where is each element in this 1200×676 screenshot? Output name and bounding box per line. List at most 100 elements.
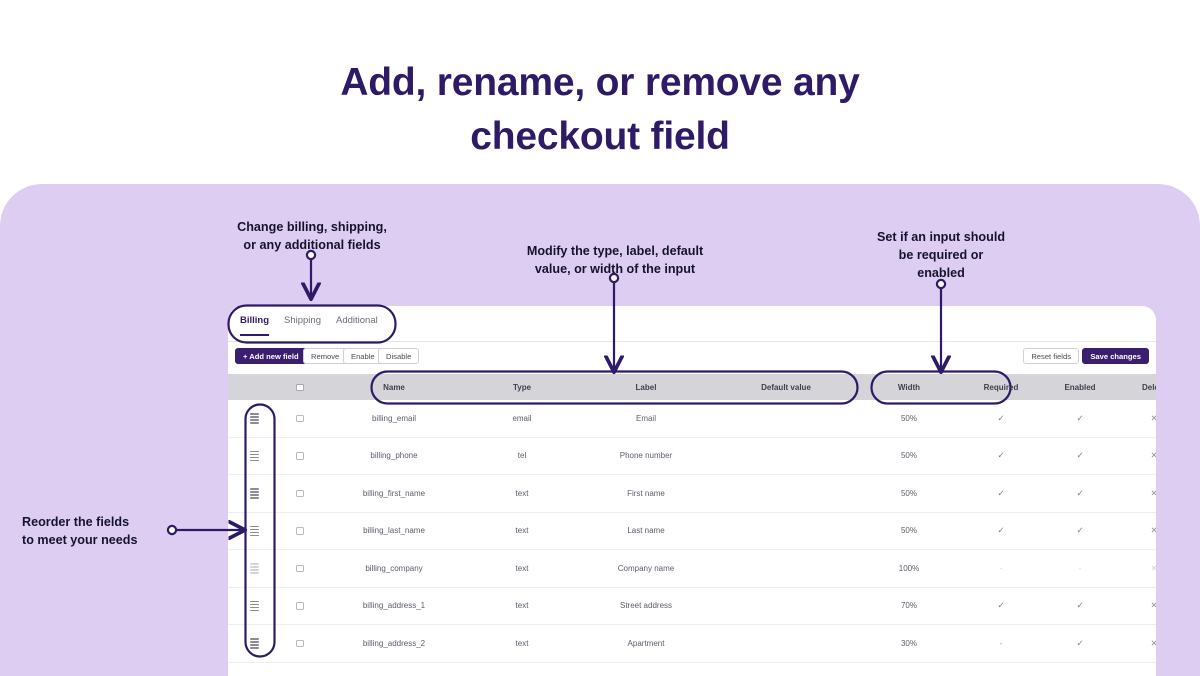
row-checkbox[interactable] (296, 414, 304, 423)
cell-type: tel (468, 437, 576, 475)
cell-width: 50% (856, 400, 962, 438)
reset-fields-button[interactable]: Reset fields (1023, 348, 1079, 364)
cell-type: text (468, 549, 576, 588)
table-row[interactable]: billing_postcodetextPostcode50%✓✓✕✎ (228, 662, 1156, 676)
cell-width: 50% (856, 512, 962, 550)
enabled-indicator-glyph: ✓ (1076, 450, 1084, 461)
row-checkbox-cell[interactable] (280, 437, 320, 475)
select-all-checkbox[interactable] (296, 383, 304, 392)
cell-name: billing_first_name (320, 474, 468, 513)
header-width[interactable]: Width (856, 374, 962, 400)
drag-handle-icon[interactable] (228, 400, 280, 438)
row-checkbox[interactable] (296, 527, 304, 535)
row-checkbox-cell[interactable] (280, 512, 320, 550)
delete-icon[interactable]: ✕ (1120, 662, 1156, 676)
annotation-input: Modify the type, label, default value, o… (526, 244, 704, 276)
table-header-row: Name Type Label Default value Width Requ… (228, 374, 1156, 400)
delete-icon[interactable]: ✕ (1120, 512, 1156, 550)
cell-type: text (468, 587, 576, 625)
tab-billing[interactable]: Billing (240, 315, 270, 336)
delete-icon[interactable]: ✕ (1120, 400, 1156, 438)
enabled-indicator-glyph: ✓ (1076, 525, 1084, 536)
drag-handle-icon[interactable] (228, 474, 280, 513)
fields-table: Name Type Label Default value Width Requ… (228, 374, 1156, 676)
enable-button[interactable]: Enable (343, 348, 383, 364)
cell-name: billing_postcode (320, 662, 468, 676)
required-indicator: ✓ (962, 400, 1040, 438)
header-name[interactable]: Name (320, 374, 468, 400)
delete-icon[interactable]: ✕ (1120, 624, 1156, 663)
row-checkbox[interactable] (296, 639, 304, 648)
row-checkbox-cell[interactable] (280, 474, 320, 513)
header-type[interactable]: Type (468, 374, 576, 400)
row-checkbox-cell[interactable] (280, 587, 320, 625)
row-checkbox-cell[interactable] (280, 624, 320, 663)
drag-handle-icon[interactable] (228, 624, 280, 663)
delete-icon[interactable]: ✕ (1120, 549, 1156, 588)
row-checkbox-cell[interactable] (280, 549, 320, 588)
header-required[interactable]: Required (962, 374, 1040, 400)
required-indicator-glyph: ✓ (997, 525, 1005, 536)
required-indicator-glyph: ✓ (997, 412, 1005, 423)
cell-label: Email (576, 400, 716, 438)
remove-button[interactable]: Remove (303, 348, 348, 364)
cell-width: 70% (856, 587, 962, 625)
row-checkbox-cell[interactable] (280, 662, 320, 676)
required-indicator-glyph: - (999, 638, 1003, 649)
cell-default-value (716, 400, 856, 438)
drag-handle-icon[interactable] (228, 549, 280, 588)
delete-icon[interactable]: ✕ (1120, 474, 1156, 513)
cell-width: 30% (856, 624, 962, 663)
header-enabled[interactable]: Enabled (1040, 374, 1120, 400)
enabled-indicator: ✓ (1040, 437, 1120, 475)
enabled-indicator: ✓ (1040, 587, 1120, 625)
disable-button[interactable]: Disable (378, 348, 420, 364)
save-changes-button[interactable]: Save changes (1082, 348, 1149, 364)
delete-icon[interactable]: ✕ (1120, 587, 1156, 625)
drag-handle-icon[interactable] (228, 437, 280, 475)
required-indicator: - (962, 624, 1040, 663)
cell-width: 50% (856, 474, 962, 513)
required-indicator: - (962, 549, 1040, 588)
add-new-field-button[interactable]: + Add new field (235, 348, 307, 364)
delete-icon[interactable]: ✕ (1120, 437, 1156, 475)
tab-shipping[interactable]: Shipping (284, 315, 321, 326)
enabled-indicator: ✓ (1040, 400, 1120, 438)
enabled-indicator-glyph: - (1078, 563, 1082, 574)
enabled-indicator: - (1040, 549, 1120, 588)
drag-handle-icon[interactable] (228, 512, 280, 550)
header-label[interactable]: Label (576, 374, 716, 400)
required-indicator: ✓ (962, 437, 1040, 475)
header-default-value[interactable]: Default value (716, 374, 856, 400)
header-handle (228, 374, 280, 400)
row-checkbox[interactable] (296, 452, 304, 460)
drag-handle-icon[interactable] (228, 587, 280, 625)
row-checkbox[interactable] (296, 564, 304, 573)
cell-default-value (716, 474, 856, 513)
enabled-indicator-glyph: ✓ (1076, 487, 1084, 498)
header-select-all[interactable] (280, 374, 320, 400)
required-indicator-glyph: - (999, 563, 1003, 574)
delete-icon-glyph: ✕ (1150, 600, 1156, 611)
tab-bar: Billing Shipping Additional (228, 306, 1156, 342)
tab-additional[interactable]: Additional (336, 315, 378, 326)
cell-type: email (468, 400, 576, 438)
cell-default-value (716, 662, 856, 676)
required-indicator: ✓ (962, 587, 1040, 625)
delete-icon-glyph: ✕ (1150, 412, 1156, 423)
enabled-indicator: ✓ (1040, 474, 1120, 513)
row-checkbox[interactable] (296, 602, 304, 610)
drag-handle-icon[interactable] (228, 662, 280, 676)
delete-icon-glyph: ✕ (1150, 450, 1156, 461)
row-checkbox[interactable] (296, 489, 304, 498)
row-checkbox-cell[interactable] (280, 400, 320, 438)
cell-default-value (716, 624, 856, 663)
cell-width: 50% (856, 437, 962, 475)
